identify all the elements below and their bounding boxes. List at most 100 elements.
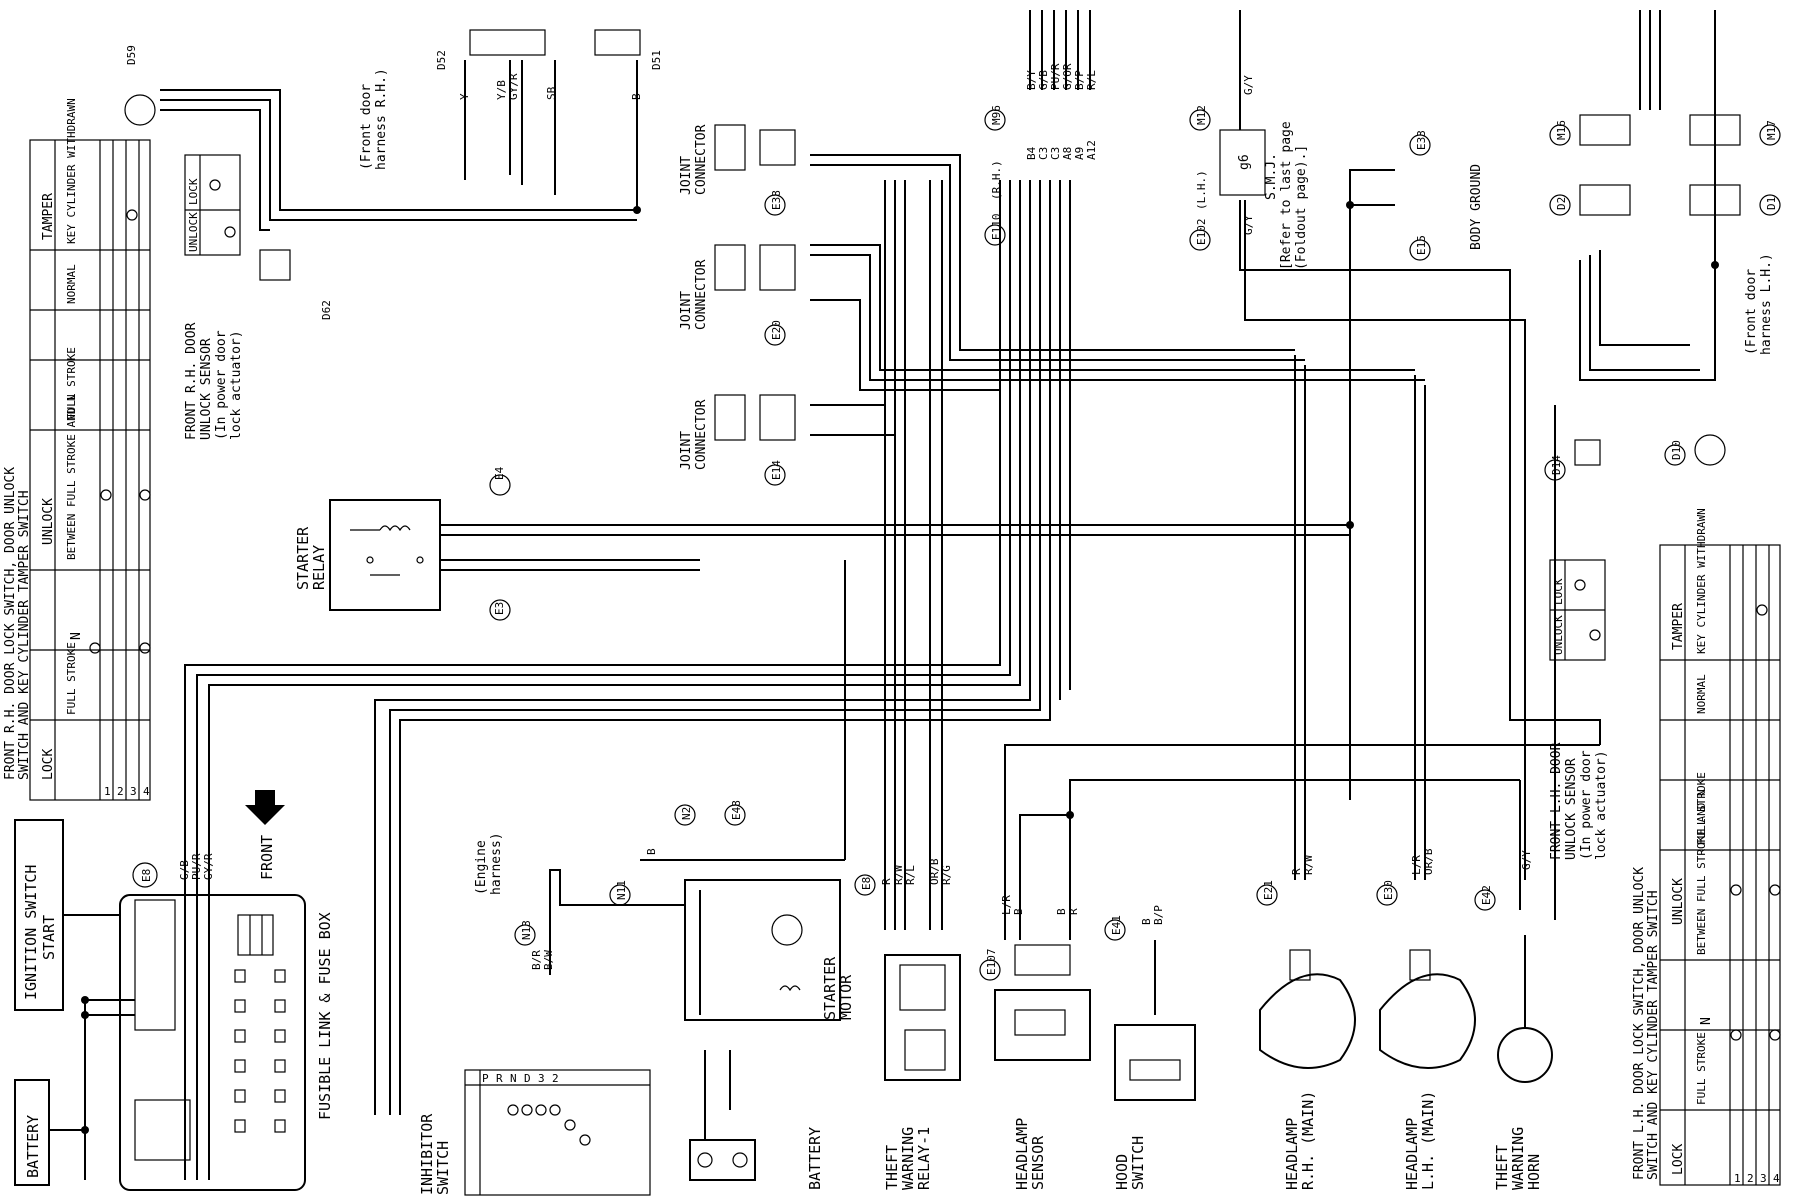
svg-text:E107: E107 [985,949,998,976]
svg-text:HOOD: HOOD [1113,1154,1131,1190]
svg-text:FULL STROKE: FULL STROKE [1695,1032,1708,1105]
svg-text:C3: C3 [1049,147,1062,160]
inhibitor-switch: INHIBITOR SWITCH P R N D 3 2 N13 B/R B/W [418,869,700,1196]
svg-text:CONNECTOR: CONNECTOR [694,124,709,195]
svg-text:N: N [69,632,84,640]
svg-text:lock actuator): lock actuator) [229,330,244,440]
svg-text:(In power door: (In power door [214,330,229,440]
svg-text:OR/B: OR/B [1422,848,1435,875]
svg-text:OR/B: OR/B [928,858,941,885]
svg-text:B/Y: B/Y [1025,70,1038,90]
theft-warning-horn: THEFT WARNING HORN E42 G/Y [1244,200,1553,1190]
svg-text:(Engine: (Engine [474,840,489,895]
svg-text:BODY GROUND: BODY GROUND [1469,164,1484,250]
harness-wires [184,180,1071,1115]
svg-text:UNLOCK: UNLOCK [187,212,200,252]
svg-text:B4: B4 [1025,146,1038,160]
svg-text:(Foldout page).]: (Foldout page).] [1294,145,1309,270]
svg-text:G/Y: G/Y [1242,215,1255,235]
engine-harness: (Engine harness) [474,832,504,895]
svg-text:RELAY-1: RELAY-1 [915,1127,933,1190]
battery-bottom: BATTERY [689,1050,824,1190]
svg-text:L/R: L/R [1000,895,1013,915]
svg-text:E8: E8 [860,877,873,890]
svg-text:M96: M96 [990,105,1003,125]
svg-text:G/OR: G/OR [1061,63,1074,90]
svg-text:E3: E3 [493,602,506,615]
svg-text:NORMAL: NORMAL [65,264,78,304]
svg-text:FUSIBLE LINK & FUSE BOX: FUSIBLE LINK & FUSE BOX [316,912,334,1120]
svg-text:BATTERY: BATTERY [24,1115,42,1178]
svg-text:GY/R: GY/R [507,73,520,100]
svg-text:E30: E30 [1382,880,1395,900]
svg-text:FULL STROKE: FULL STROKE [1695,772,1708,845]
svg-text:SB: SB [545,86,558,100]
svg-text:IGNITION SWITCH: IGNITION SWITCH [22,865,40,1000]
ignition-switch: IGNITION SWITCH START [14,819,120,1011]
svg-text:E20: E20 [770,320,783,340]
svg-text:(R.H.): (R.H.) [990,160,1003,200]
svg-text:SWITCH AND KEY CYLINDER TAMPER: SWITCH AND KEY CYLINDER TAMPER SWITCH [17,490,32,780]
connector-e110-m96: M96 E110 (R.H.) B4 C3 C3 A8 A9 A12 B/Y G… [984,10,1098,246]
svg-text:E48: E48 [730,800,743,820]
door-connectors-lh: M16 D2 M17 D1 D14 D10 (Front door harnes… [1544,10,1781,481]
svg-text:R/W: R/W [1302,855,1315,875]
svg-text:B: B [1055,908,1068,915]
svg-text:FRONT: FRONT [258,835,276,880]
svg-text:TAMPER: TAMPER [41,193,56,240]
svg-text:A9: A9 [1073,147,1086,160]
svg-text:Y/B: Y/B [495,80,508,100]
headlamp-sensor: HEADLAMP SENSOR E107 L/R B B R [979,744,1600,1190]
svg-text:G/Y: G/Y [1520,850,1533,870]
svg-text:CONNECTOR: CONNECTOR [694,259,709,330]
smj-block: g6 M12 E102 (L.H.) S.M.J. [Refer to last… [1189,10,1309,270]
svg-text:1: 1 [104,785,111,798]
svg-text:(Front door: (Front door [359,84,374,170]
svg-text:D: D [524,1072,531,1085]
svg-text:B: B [645,848,658,855]
svg-text:1: 1 [1734,1172,1741,1185]
svg-text:E14: E14 [770,460,783,480]
svg-text:2: 2 [1747,1172,1754,1185]
rh-switch-table: TAMPER UNLOCK LOCK N KEY CYLINDER WITHDR… [3,98,151,801]
svg-text:E38: E38 [770,190,783,210]
svg-text:HORN: HORN [1525,1154,1543,1190]
svg-text:D2: D2 [1555,197,1568,210]
svg-text:UNLOCK SENSOR: UNLOCK SENSOR [1564,758,1579,860]
svg-text:4: 4 [1773,1172,1780,1185]
svg-text:A12: A12 [1085,140,1098,160]
svg-text:LOCK: LOCK [1671,1144,1686,1175]
svg-text:FULL STROKE: FULL STROKE [65,347,78,420]
svg-text:SWITCH: SWITCH [434,1141,452,1195]
svg-text:HEADLAMP: HEADLAMP [1283,1118,1301,1190]
hood-switch: HOOD SWITCH E41 B B/P [1104,905,1196,1190]
front-arrow-icon [245,790,285,825]
svg-text:LOCK: LOCK [41,749,56,780]
svg-text:N: N [510,1072,517,1085]
starter-motor: STARTER MOTOR N2 E48 N11 B [609,560,855,1021]
svg-text:D10: D10 [1670,440,1683,460]
svg-text:B/R: B/R [530,950,543,970]
svg-text:3: 3 [130,785,137,798]
lh-switch-table: TAMPER UNLOCK LOCK N KEY CYLINDER WITHDR… [1632,508,1781,1186]
svg-text:D59: D59 [125,45,138,65]
svg-text:E42: E42 [1480,885,1493,905]
svg-text:THEFT: THEFT [883,1145,901,1190]
svg-text:JOINT: JOINT [679,431,694,470]
svg-text:N2: N2 [680,807,693,820]
right-harness-wires [1239,200,1601,920]
svg-text:R.H. (MAIN): R.H. (MAIN) [1299,1091,1317,1190]
svg-text:E8: E8 [140,869,153,882]
svg-text:B: B [1012,908,1025,915]
headlamp-rh: HEADLAMP R.H. (MAIN) E21 R R/W [1256,355,1356,1190]
svg-text:PU/R: PU/R [1049,63,1062,90]
svg-text:STARTER: STARTER [294,526,312,590]
svg-text:BATTERY: BATTERY [806,1127,824,1190]
svg-text:D62: D62 [320,300,333,320]
svg-text:(L.H.): (L.H.) [1195,170,1208,210]
body-ground: E33 E15 BODY GROUND [1346,130,1484,800]
svg-text:JOINT: JOINT [679,291,694,330]
svg-text:D51: D51 [650,50,663,70]
svg-text:LOCK: LOCK [1552,578,1565,605]
svg-text:E110: E110 [990,214,1003,241]
